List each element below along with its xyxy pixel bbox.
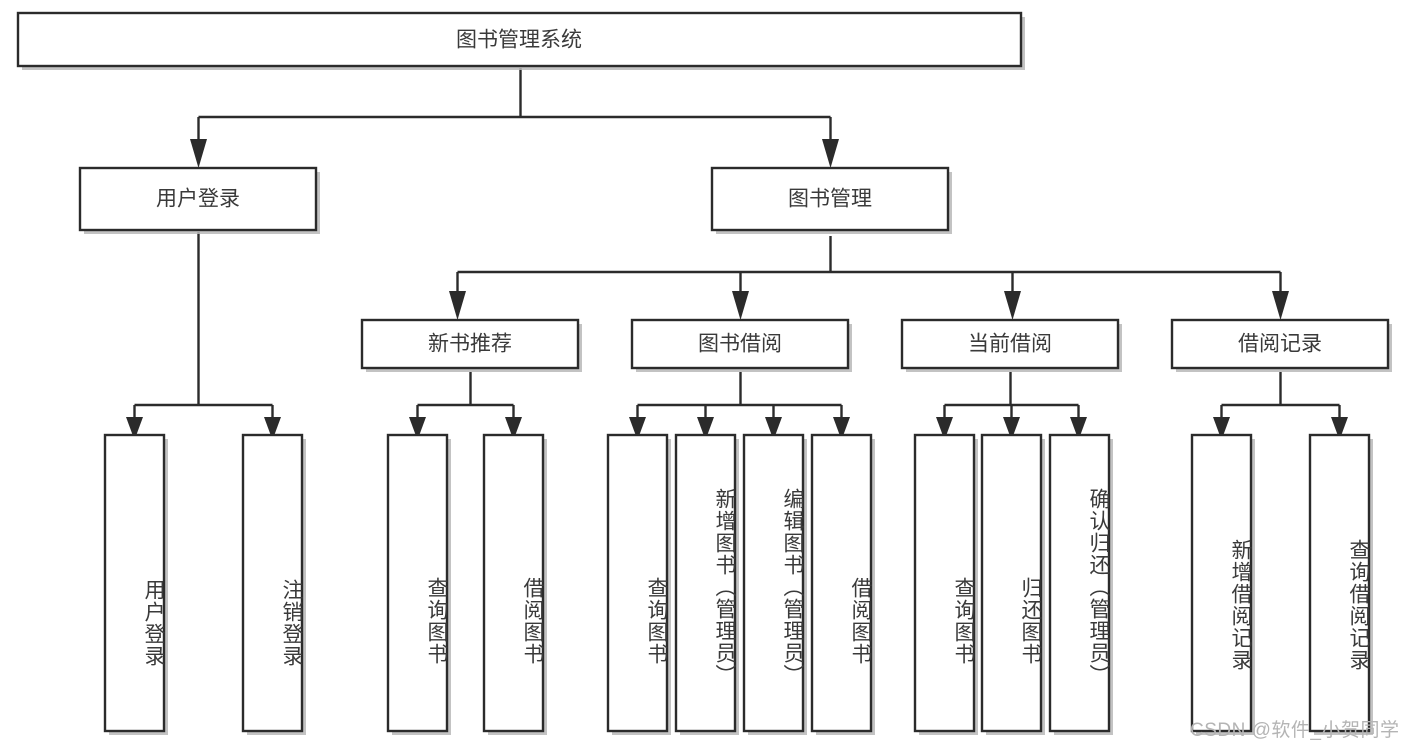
node-book-manage[interactable]: 图书管理 [710,166,952,234]
node-new-book-rec[interactable]: 新书推荐 [360,318,582,372]
node-book-borrow[interactable]: 图书借阅 [630,318,852,372]
connector-group-bookmanage-to-level2 [449,236,1289,320]
node-leaf-query-book-1[interactable] [386,433,451,735]
node-book-manage-label: 图书管理 [788,188,872,211]
node-book-borrow-label: 图书借阅 [698,333,782,356]
node-leaf-add-record[interactable] [1190,433,1255,735]
csdn-watermark: CSDN @软件_小贺同学 [1190,720,1400,741]
node-leaf-user-logout[interactable] [241,433,306,735]
node-leaf-query-book-2[interactable] [606,433,671,735]
node-new-book-rec-label: 新书推荐 [428,333,512,356]
node-borrow-record[interactable]: 借阅记录 [1170,318,1392,372]
connector-group-borrowrecord-to-leaves [1213,372,1348,440]
node-user-login[interactable]: 用户登录 [78,166,320,234]
node-leaf-add-book[interactable] [674,433,739,735]
connector-group-newbookrec-to-leaves [409,372,522,440]
node-leaf-borrow-book-1[interactable] [482,433,547,735]
node-current-borrow-label: 当前借阅 [968,333,1052,356]
node-leaf-user-login[interactable] [103,433,168,735]
connector-group-root-to-level1 [190,68,839,168]
node-borrow-record-label: 借阅记录 [1238,333,1322,356]
node-root-label: 图书管理系统 [456,29,582,52]
node-leaf-confirm-return[interactable] [1048,433,1113,735]
node-user-login-label: 用户登录 [156,188,240,211]
node-root[interactable]: 图书管理系统 [16,11,1025,70]
node-leaf-query-record[interactable] [1308,433,1373,735]
node-leaf-return-book[interactable] [980,433,1045,735]
connector-group-userlogin-to-leaves [126,232,281,440]
node-leaf-edit-book[interactable] [742,433,807,735]
node-leaf-borrow-book-2[interactable] [810,433,875,735]
connector-group-currentborrow-to-leaves [936,372,1087,440]
node-current-borrow[interactable]: 当前借阅 [900,318,1122,372]
node-leaf-query-book-3[interactable] [913,433,978,735]
connector-group-bookborrow-to-leaves [629,372,850,440]
